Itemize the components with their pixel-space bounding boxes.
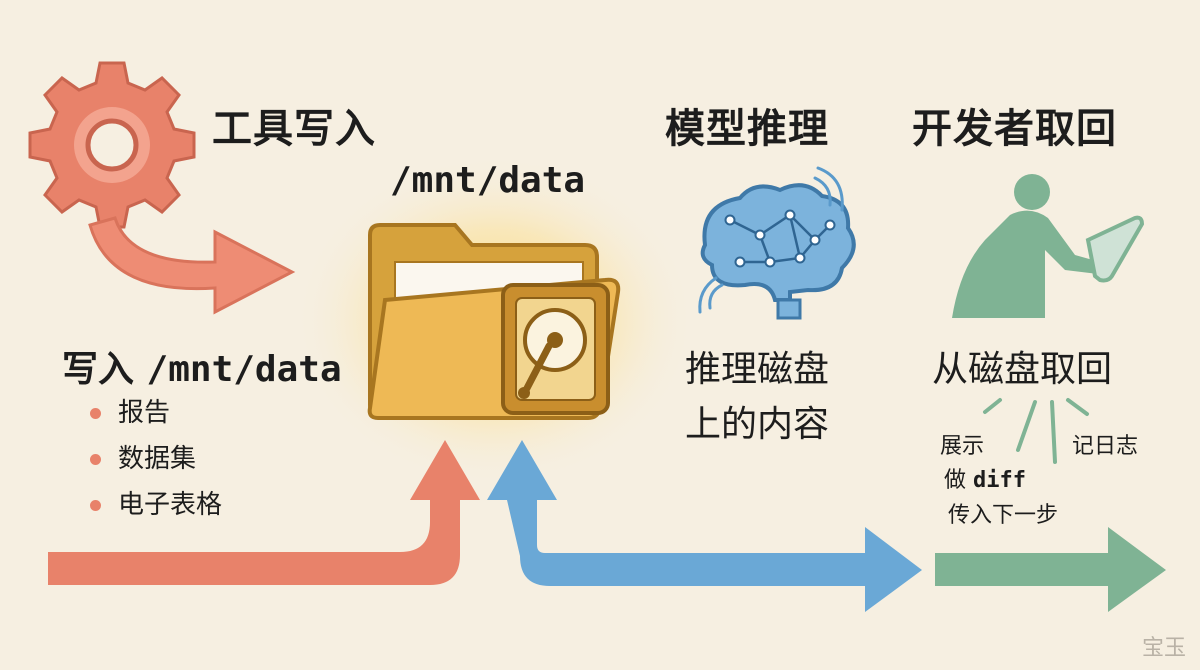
model-reasoning-title: 模型推理 bbox=[665, 106, 829, 152]
list-item: 电子表格 bbox=[86, 482, 222, 528]
gear-icon bbox=[28, 61, 196, 229]
developer-caption: 从磁盘取回 bbox=[932, 349, 1113, 390]
hard-drive-icon bbox=[501, 283, 610, 415]
model-caption-line2: 上的内容 bbox=[685, 404, 830, 445]
storage-to-developer-arrow bbox=[487, 440, 922, 612]
list-item: 报告 bbox=[86, 390, 222, 436]
write-path-prefix: 写入 bbox=[62, 349, 147, 390]
action-diff: 做 diff bbox=[944, 462, 1026, 494]
action-diff-word: diff bbox=[973, 468, 1026, 493]
action-diff-prefix: 做 bbox=[944, 468, 973, 493]
gear-output-arrow-icon bbox=[88, 216, 296, 315]
developer-retrieve-title: 开发者取回 bbox=[912, 106, 1117, 152]
write-path-value: /mnt/data bbox=[146, 349, 342, 390]
tool-to-storage-arrow bbox=[48, 440, 480, 585]
retrieve-rays bbox=[983, 398, 1089, 464]
brain-icon bbox=[698, 166, 856, 320]
watermark: 宝玉 bbox=[1141, 636, 1186, 661]
write-path-heading: 写入 /mnt/data bbox=[62, 340, 342, 392]
written-files-list: 报告 数据集 电子表格 bbox=[86, 390, 222, 528]
tool-write-title: 工具写入 bbox=[212, 106, 376, 152]
list-item: 数据集 bbox=[86, 436, 222, 482]
action-show: 展示 bbox=[940, 434, 985, 459]
action-pass-next: 传入下一步 bbox=[948, 503, 1059, 528]
action-log: 记日志 bbox=[1072, 434, 1139, 459]
model-caption-line1: 推理磁盘 bbox=[685, 349, 830, 390]
person-tablet-icon bbox=[952, 174, 1145, 318]
developer-output-arrow bbox=[935, 527, 1166, 612]
storage-path-label: /mnt/data bbox=[390, 160, 586, 201]
